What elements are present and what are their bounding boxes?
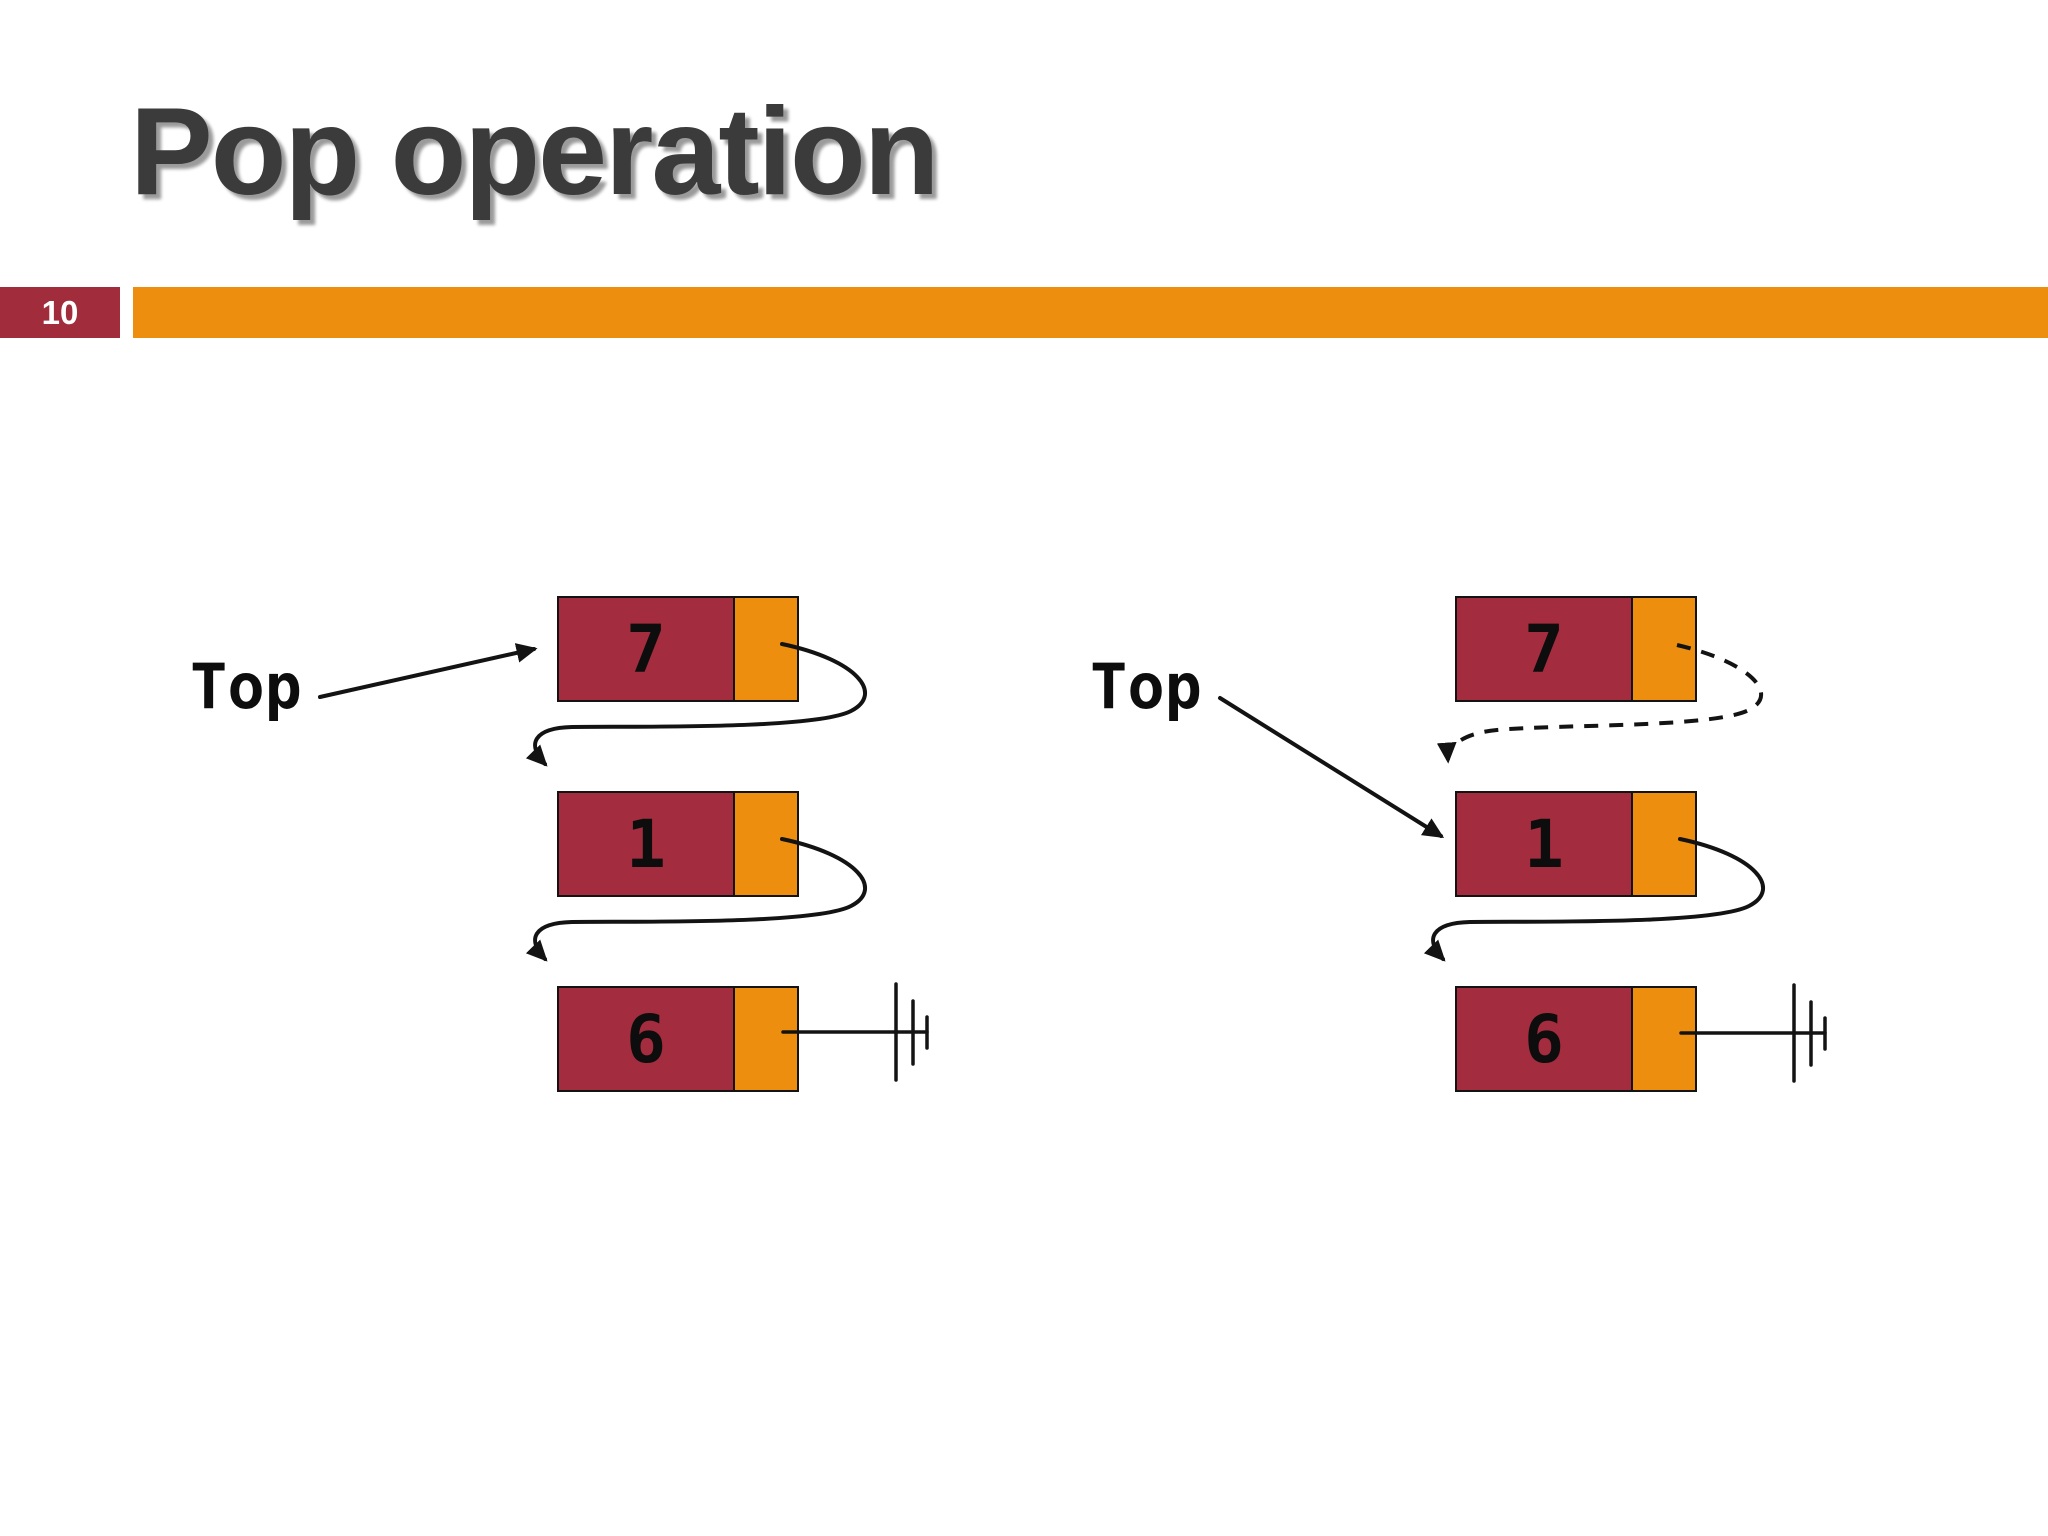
slide-title: Pop operation — [130, 83, 940, 221]
node-value: 6 — [559, 988, 735, 1090]
node-pointer-cell — [735, 793, 797, 895]
stack-node: 1 — [1455, 791, 1697, 897]
stack-node: 6 — [1455, 986, 1697, 1092]
node-pointer-cell — [1633, 598, 1695, 700]
node-pointer-cell — [1633, 793, 1695, 895]
stack-node: 7 — [557, 596, 799, 702]
stack-node: 7 — [1455, 596, 1697, 702]
node-value: 6 — [1457, 988, 1633, 1090]
top-arrow-after — [1218, 696, 1445, 838]
node-pointer-cell — [1633, 988, 1695, 1090]
top-pointer-label-after: Top — [1090, 650, 1202, 723]
top-arrow-before — [318, 643, 538, 699]
node-value: 1 — [1457, 793, 1633, 895]
accent-bar — [133, 287, 2048, 338]
null-ground-icon — [1679, 983, 1827, 1083]
page-number-badge: 10 — [0, 287, 120, 338]
page-number: 10 — [41, 293, 79, 331]
node-value: 7 — [1457, 598, 1633, 700]
top-pointer-label-before: Top — [190, 650, 302, 723]
stack-node: 1 — [557, 791, 799, 897]
node-value: 1 — [559, 793, 735, 895]
stack-node: 6 — [557, 986, 799, 1092]
null-ground-icon — [781, 982, 929, 1082]
node-pointer-cell — [735, 598, 797, 700]
node-pointer-cell — [735, 988, 797, 1090]
node-value: 7 — [559, 598, 735, 700]
